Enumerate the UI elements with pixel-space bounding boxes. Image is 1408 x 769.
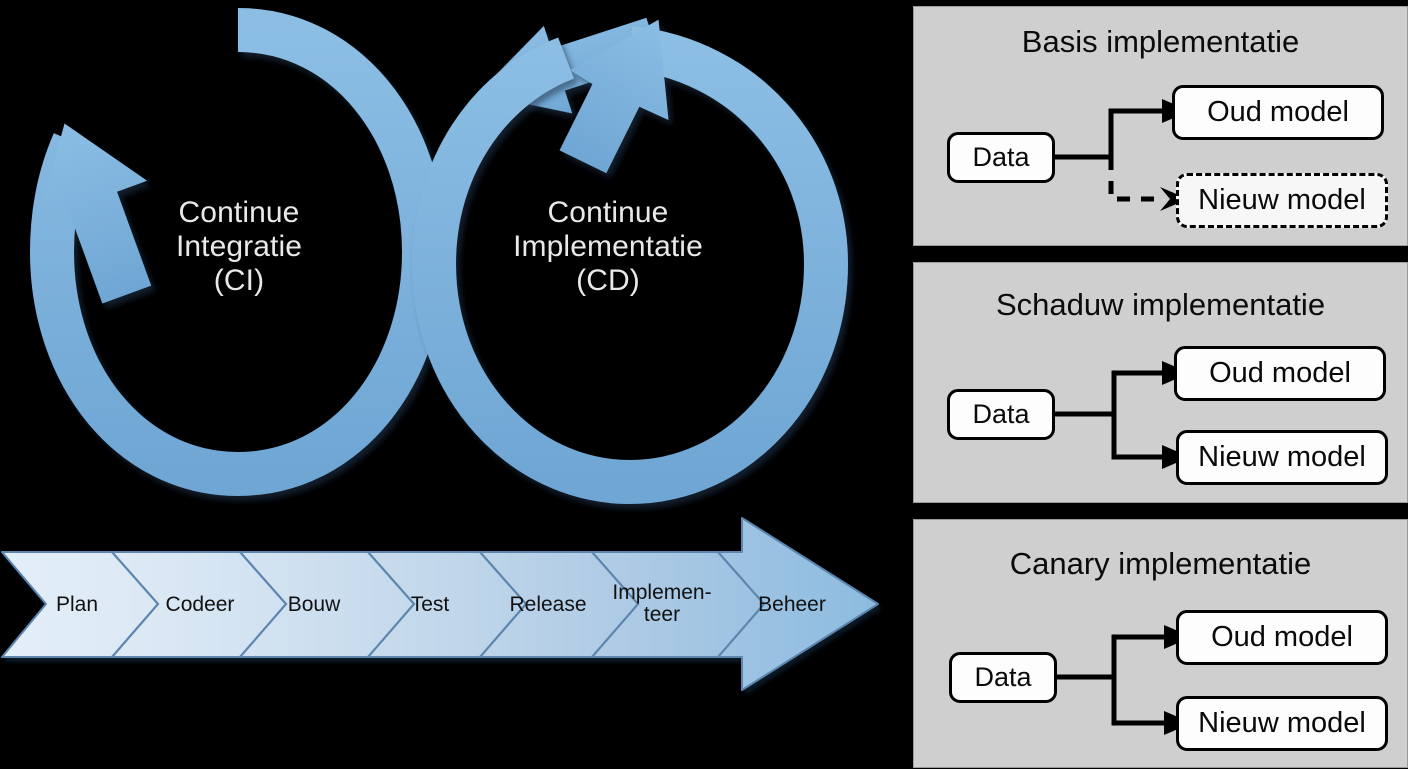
panel-basis-node-data-label: Data: [972, 142, 1030, 172]
panel-basis-node-data[interactable]: Data: [947, 132, 1055, 183]
panel-basis-node-nieuw-model[interactable]: Nieuw model: [1176, 173, 1388, 228]
cd-caption-line-2: Implementatie: [513, 229, 703, 263]
panel-canary-node-oud-model[interactable]: Oud model: [1176, 610, 1388, 665]
panel-basis-node-nieuw-model-label: Nieuw model: [1198, 184, 1366, 216]
panel-canary-node-data-label: Data: [974, 662, 1032, 692]
panel-basis-implementatie[interactable]: Basis implementatie Data Oud: [913, 6, 1408, 246]
deployment-strategies: Basis implementatie Data Oud: [913, 0, 1408, 768]
panel-schaduw-node-data-label: Data: [972, 399, 1030, 429]
panel-canary-node-data[interactable]: Data: [949, 652, 1057, 703]
cicd-loops: [0, 0, 900, 520]
ci-loop-caption: Continue Integratie (CI): [120, 196, 358, 298]
panel-canary-implementatie[interactable]: Canary implementatie Data Oud model Nieu…: [913, 519, 1408, 768]
panel-canary-connectors: [1056, 625, 1192, 735]
panel-schaduw-node-oud-model[interactable]: Oud model: [1174, 346, 1386, 401]
ci-caption-line-3: (CI): [213, 263, 265, 297]
panel-schaduw-node-nieuw-model[interactable]: Nieuw model: [1176, 430, 1388, 485]
panel-schaduw-title: Schaduw implementatie: [995, 287, 1326, 322]
cd-caption-line-1: Continue: [547, 196, 669, 229]
cd-caption-line-3: (CD): [576, 263, 640, 297]
ci-caption-line-1: Continue: [178, 196, 300, 229]
panel-canary-node-nieuw-model[interactable]: Nieuw model: [1176, 696, 1388, 751]
ci-caption-line-2: Integratie: [175, 229, 303, 263]
pipeline-dividers: [111, 551, 766, 658]
cd-loop-arrow: [411, 19, 849, 505]
panel-schaduw-implementatie[interactable]: Schaduw implementatie Data Oud model Nie…: [913, 262, 1408, 503]
arrowhead-nieuw-dashed: [1160, 187, 1188, 211]
pipeline-arrow-body: [1, 517, 879, 691]
panel-canary-node-oud-model-label: Oud model: [1211, 621, 1353, 653]
panel-basis-node-oud-model[interactable]: Oud model: [1172, 85, 1384, 140]
panel-basis-connectors: [1055, 99, 1190, 211]
panel-canary-node-nieuw-model-label: Nieuw model: [1198, 707, 1366, 739]
cd-loop-caption: Continue Implementatie (CD): [470, 196, 746, 298]
panel-basis-node-oud-model-label: Oud model: [1207, 96, 1349, 128]
panel-schaduw-node-data[interactable]: Data: [947, 389, 1055, 440]
cicd-section: Continue Integratie (CI) Continue Implem…: [0, 0, 900, 712]
panel-canary-title: Canary implementatie: [1009, 546, 1312, 581]
devops-pipeline: Plan Codeer Bouw Test Release Implemen- …: [0, 512, 900, 712]
panel-basis-title: Basis implementatie: [1021, 24, 1300, 59]
panel-schaduw-node-oud-model-label: Oud model: [1209, 357, 1351, 389]
panel-schaduw-node-nieuw-model-label: Nieuw model: [1198, 441, 1366, 473]
